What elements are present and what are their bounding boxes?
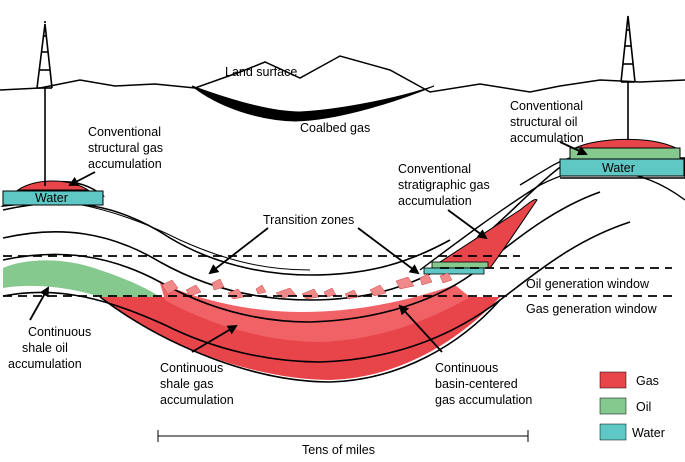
coalbed-gas-lens	[191, 85, 435, 122]
scale-bar	[157, 430, 529, 442]
legend-oil-swatch	[599, 397, 627, 415]
scale-label: Tens of miles	[302, 443, 375, 457]
legend-gas-swatch	[599, 371, 627, 389]
legend-water-label: Water	[632, 426, 665, 440]
left-derrick-icon	[36, 21, 53, 186]
arrow-transition-right	[357, 227, 420, 275]
oil-window-label: Oil generation window	[526, 277, 650, 291]
left-water-zone	[2, 190, 104, 206]
shale-oil-zone	[3, 260, 160, 297]
gas-window-label: Gas generation window	[526, 302, 658, 316]
left-structural-gas-cap	[16, 180, 90, 191]
arrow-shale-oil	[29, 286, 49, 321]
legend-oil-label: Oil	[636, 400, 651, 414]
arrow-structural-gas	[68, 171, 96, 186]
conv-struct-gas-label: Conventional structural gas accumulation	[88, 125, 167, 171]
arrow-structural-oil	[559, 141, 588, 156]
legend: Gas Oil Water	[599, 371, 665, 441]
right-water-zone	[559, 158, 685, 177]
transition-zones-label: Transition zones	[263, 213, 354, 227]
conv-strat-gas-label: Conventional stratigraphic gas accumulat…	[398, 162, 493, 208]
arrow-basin-centered	[398, 304, 443, 353]
left-water-label: Water	[35, 191, 68, 205]
right-oil-zone	[569, 147, 681, 160]
arrow-strat-gas	[447, 209, 488, 240]
shale-gas-label: Continuous shale gas accumulation	[160, 361, 234, 407]
right-water-label: Water	[602, 161, 635, 175]
legend-water-swatch	[599, 423, 627, 441]
stratigraphic-water-zone	[423, 267, 485, 275]
right-structural-gas-cap	[574, 138, 677, 149]
conv-struct-oil-label: Conventional structural oil accumulation	[510, 99, 586, 145]
basin-centered-label: Continuous basin-centered gas accumulati…	[435, 361, 532, 407]
shale-oil-label: Continuous shale oil accumulation	[8, 325, 95, 371]
right-derrick-icon	[620, 15, 636, 140]
legend-gas-label: Gas	[636, 374, 659, 388]
arrow-transition-left	[208, 227, 269, 275]
land-surface-label: Land surface	[225, 65, 297, 79]
arrow-shale-gas	[191, 324, 238, 353]
land-surface-line	[0, 55, 685, 93]
stratigraphic-gas-trap	[438, 199, 538, 269]
coalbed-gas-label: Coalbed gas	[300, 121, 370, 135]
